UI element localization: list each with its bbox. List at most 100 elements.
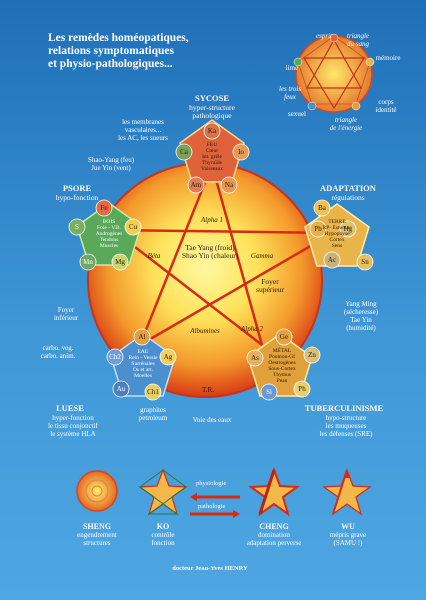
remedy-ag: Ag: [163, 353, 173, 361]
graphites-1: graphites: [140, 406, 166, 414]
remedy-ph: Ph: [298, 385, 306, 393]
remedy-hg: Hg: [343, 225, 353, 233]
membranes-1: les membranes: [122, 118, 164, 126]
remedy-pb: Pb: [314, 225, 322, 233]
legend-ko-desc-1: contrôle: [151, 531, 175, 539]
legend-physiologie: physiologie: [196, 480, 227, 487]
inset-trois-feux-2: feux: [284, 93, 296, 101]
remedy-ch1: Ch1: [147, 388, 159, 396]
title-line-2: relations symptomatiques: [48, 45, 174, 57]
earth-center-5: Sens: [331, 243, 343, 249]
poster-title: Les remèdes homéopatiques, relations sym…: [48, 32, 189, 71]
tae-yang-2: Shao Yin (chaleur): [181, 251, 239, 260]
psore-desc: hypo-fonction: [55, 193, 99, 202]
earth-center-4: Cortex: [329, 237, 345, 243]
fire-center-1: FEU: [206, 142, 218, 148]
foyer-inf-1: Foyer: [57, 306, 75, 314]
remedy-mn: Mn: [83, 258, 93, 266]
earth-center-text: TERRE RP- Estomac Hypophyse Cortex Sens: [314, 219, 360, 249]
membranes-2: vasculaires...: [124, 126, 162, 134]
remedy-ca: Ca: [180, 148, 188, 156]
star-lines: [112, 164, 334, 347]
water-center-1: EAU: [137, 349, 149, 355]
foyer-sup-text: Foyer supérieur: [250, 278, 290, 294]
inset-memoire: mémoire: [375, 54, 401, 62]
metal-center-text: MÉTAL Poumon-GI Oestrogènes Sous-Cortex …: [258, 348, 306, 384]
wood-center-3: Androgènes: [95, 231, 123, 237]
inset-lime: lime: [285, 64, 299, 72]
water-center-2: Rein - Vessie: [128, 355, 158, 361]
sheng-icon: [76, 470, 118, 512]
foyer-sup-1: Foyer: [261, 277, 279, 286]
label-gamma: Gamma: [250, 252, 274, 260]
inset-sexuel: sexuel: [288, 110, 306, 118]
legend-cheng: CHENG domination adaptation perverse: [236, 522, 312, 547]
shao-yang-1: Shao-Yang (feu): [87, 156, 135, 164]
tuberculinisme-desc-2: les muqueuses: [325, 422, 367, 430]
remedy-al: Al: [138, 333, 146, 341]
inset-diagram: [293, 33, 375, 113]
remedy-mg: Mg: [115, 258, 125, 266]
label-albumines: Albumines: [190, 327, 220, 335]
luese-desc-2: le tissu conjonctif: [48, 422, 98, 430]
title-line-3: et physio-pathologiques...: [48, 58, 173, 70]
luese-desc-1: hyper-fonction: [52, 414, 94, 422]
earth-center-2: RP- Estomac: [322, 225, 352, 231]
earth-center-3: Hypophyse: [324, 231, 350, 237]
inset-corps-1: corps: [378, 98, 394, 106]
water-center-4: Os et art.: [132, 367, 153, 373]
remedy-ac: Ac: [327, 256, 337, 264]
tuberculinisme-desc-1: hypo-structure: [325, 414, 367, 422]
remedy-ba: Ba: [318, 204, 326, 212]
remedy-au: Au: [116, 385, 126, 393]
metal-center-5: Thymus: [272, 372, 292, 378]
legend-cheng-desc-1: domination: [258, 531, 290, 539]
wood-center-1: BOIS: [102, 219, 116, 225]
metal-center-4: Sous-Cortex: [268, 366, 296, 372]
luese-desc-3: le système HLA: [50, 430, 96, 438]
shao-yang-2: Jue Yin (vent): [91, 164, 131, 172]
psore-heading: PSORE: [62, 183, 92, 193]
legend-ko-name: KO: [156, 522, 170, 531]
adaptation-heading: ADAPTATION: [320, 183, 376, 193]
legend-wu-desc-1: mépris grave: [329, 531, 367, 539]
fire-center-2: Cœur: [205, 148, 219, 154]
luese-heading: LUESE: [56, 403, 84, 413]
legend-cheng-desc-2: adaptation perverse: [246, 539, 302, 547]
remedy-am: Am: [190, 181, 202, 189]
legend-wu-name: WU: [341, 522, 355, 531]
inset-triangle-sang: triangle du sang: [338, 32, 378, 48]
membranes-3: les AC, les sueurs: [118, 134, 168, 142]
legend-pathologie: pathologie: [198, 503, 226, 510]
metal-center-6: Peau: [276, 378, 288, 384]
remedy-as: As: [251, 354, 259, 362]
remedy-ka: Ka: [207, 127, 217, 135]
metal-center-1: MÉTAL: [272, 348, 292, 354]
remedy-cu: Cu: [128, 223, 138, 231]
legend-ko-desc-2: fonction: [151, 539, 175, 547]
author: docteur Jean-Yves HENRY: [172, 565, 248, 572]
tuberculinisme-desc: hypo-structure les muqueuses les défense…: [300, 414, 392, 438]
metal-center-2: Poumon-GI: [269, 354, 295, 360]
luese-desc: hyper-fonction le tissu conjonctif le sy…: [28, 414, 118, 438]
inset-triangle-energie-1: triangle: [334, 116, 358, 124]
remedy-ch2: Ch2: [109, 353, 121, 361]
cheng-icon: [248, 467, 300, 517]
legend-sheng-desc-1: engendrement: [77, 531, 117, 539]
inset-triangle-energie: triangle de l'énergie: [318, 116, 374, 132]
carbo-text: carbo. veg. carbo. anim.: [30, 344, 86, 360]
sycose-desc-2: pathologique: [192, 111, 232, 120]
graphites-2: petroleum: [138, 414, 168, 422]
tae-yang-text: Tae Yang (froid) Shao Yin (chaleur): [170, 244, 250, 260]
inset-triangle-sang-1: triangle: [346, 32, 370, 40]
adaptation-desc: régulations: [331, 193, 365, 202]
foyer-sup-2: supérieur: [256, 285, 284, 294]
fire-center-4: Thyroïde: [201, 160, 223, 166]
yang-ming-1: Yang Ming: [345, 300, 377, 308]
water-center-3: Surrénales: [131, 361, 155, 367]
wu-icon: [322, 468, 372, 516]
label-tr: T.R.: [202, 386, 214, 394]
tae-yang-1: Tae Yang (froid): [185, 243, 235, 252]
water-center-5: Moelles: [134, 373, 152, 379]
